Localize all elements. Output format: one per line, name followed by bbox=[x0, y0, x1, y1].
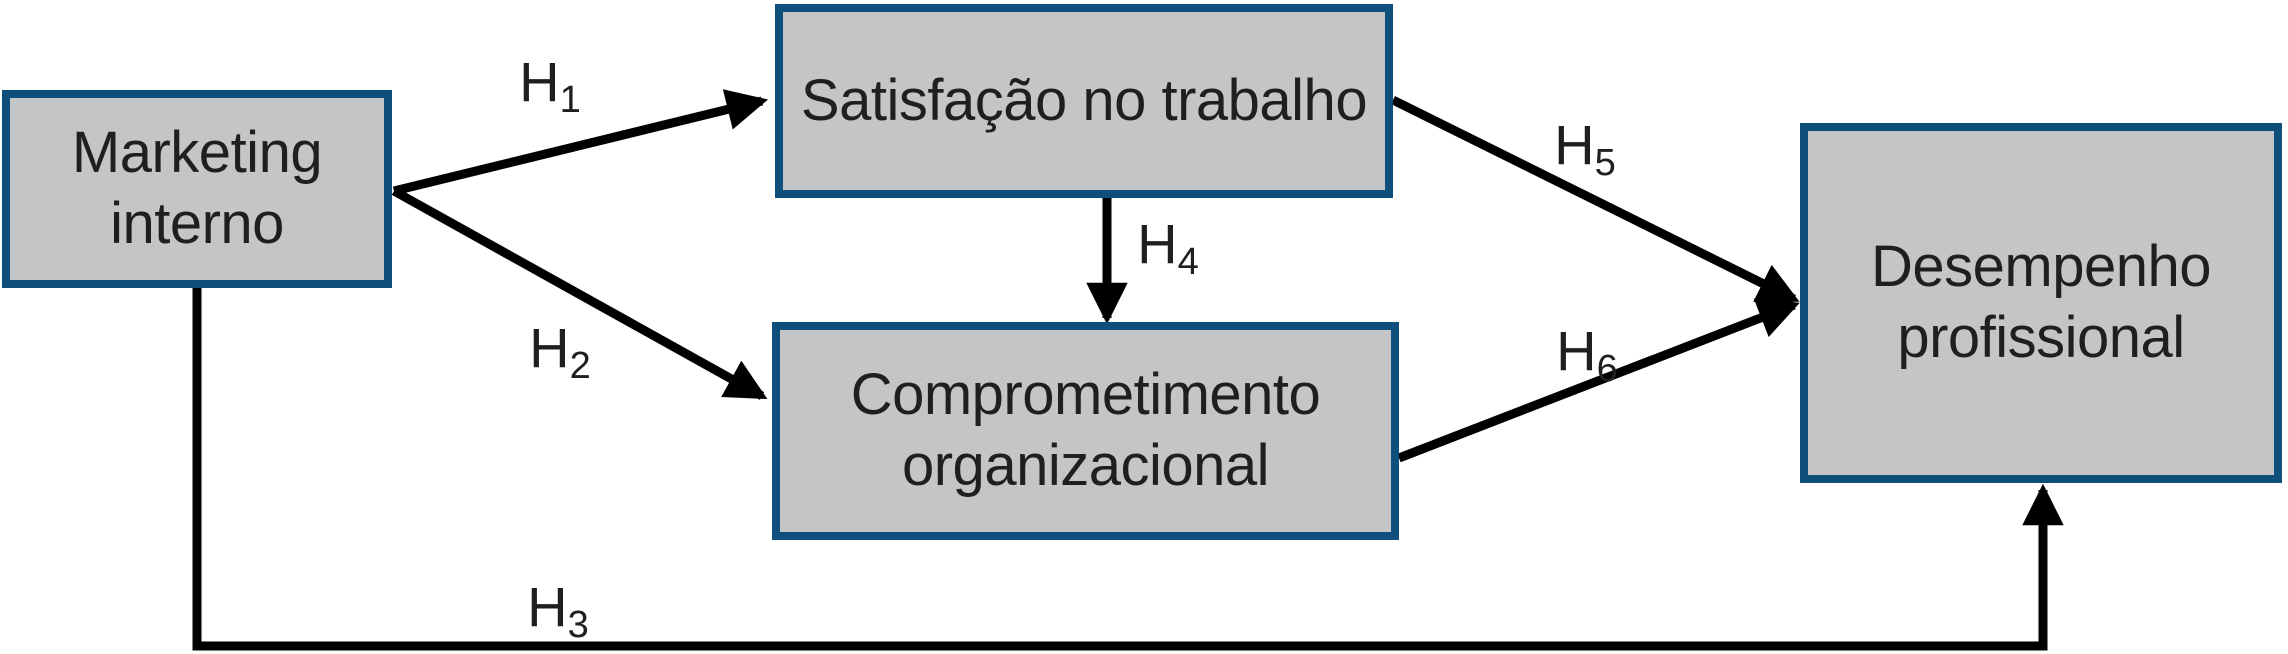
hypothesis-h3-prefix: H bbox=[527, 575, 568, 639]
node-desempenho-profissional-label: Desempenho profissional bbox=[1871, 234, 2212, 370]
hypothesis-label-h1: H1 bbox=[519, 50, 581, 120]
node-desempenho-profissional: Desempenho profissional bbox=[1800, 123, 2282, 483]
arrow-h3-marketing-to-desempenho bbox=[192, 286, 2064, 651]
arrow-h1-marketing-to-satisfacao bbox=[392, 89, 769, 196]
hypothesis-h5-sub: 5 bbox=[1594, 142, 1616, 185]
node-comprometimento-organizacional-label: Comprometimento organizacional bbox=[850, 362, 1321, 498]
hypothesis-h6-sub: 6 bbox=[1596, 348, 1618, 391]
hypothesis-h4-sub: 4 bbox=[1177, 241, 1199, 284]
node-comprometimento-organizacional: Comprometimento organizacional bbox=[772, 322, 1399, 540]
hypothesis-h2-sub: 2 bbox=[569, 345, 591, 388]
hypothesis-h2-prefix: H bbox=[529, 316, 570, 380]
hypothesis-label-h6: H6 bbox=[1556, 319, 1618, 389]
arrow-h5-satisfacao-to-desempenho bbox=[1390, 95, 1800, 304]
hypothesis-h5-prefix: H bbox=[1554, 113, 1595, 177]
node-marketing-interno: Marketing interno bbox=[2, 90, 392, 288]
hypothesis-h6-prefix: H bbox=[1556, 319, 1597, 383]
hypothesis-label-h2: H2 bbox=[529, 316, 591, 386]
hypothesis-label-h3: H3 bbox=[527, 575, 589, 645]
hypothesis-h4-prefix: H bbox=[1137, 212, 1178, 276]
hypothesis-label-h5: H5 bbox=[1554, 113, 1616, 183]
node-satisfacao-no-trabalho: Satisfação no trabalho bbox=[775, 4, 1393, 198]
hypothesis-h1-sub: 1 bbox=[559, 79, 581, 122]
hypothesis-label-h4: H4 bbox=[1137, 212, 1199, 282]
node-satisfacao-no-trabalho-label: Satisfação no trabalho bbox=[800, 67, 1368, 133]
arrow-h2-marketing-to-comprometimento bbox=[391, 187, 768, 400]
node-marketing-interno-label: Marketing interno bbox=[71, 120, 323, 256]
hypothesis-h1-prefix: H bbox=[519, 50, 560, 114]
arrow-h6-comprometimento-to-desempenho bbox=[1397, 298, 1800, 463]
hypothesis-h3-sub: 3 bbox=[567, 604, 589, 647]
